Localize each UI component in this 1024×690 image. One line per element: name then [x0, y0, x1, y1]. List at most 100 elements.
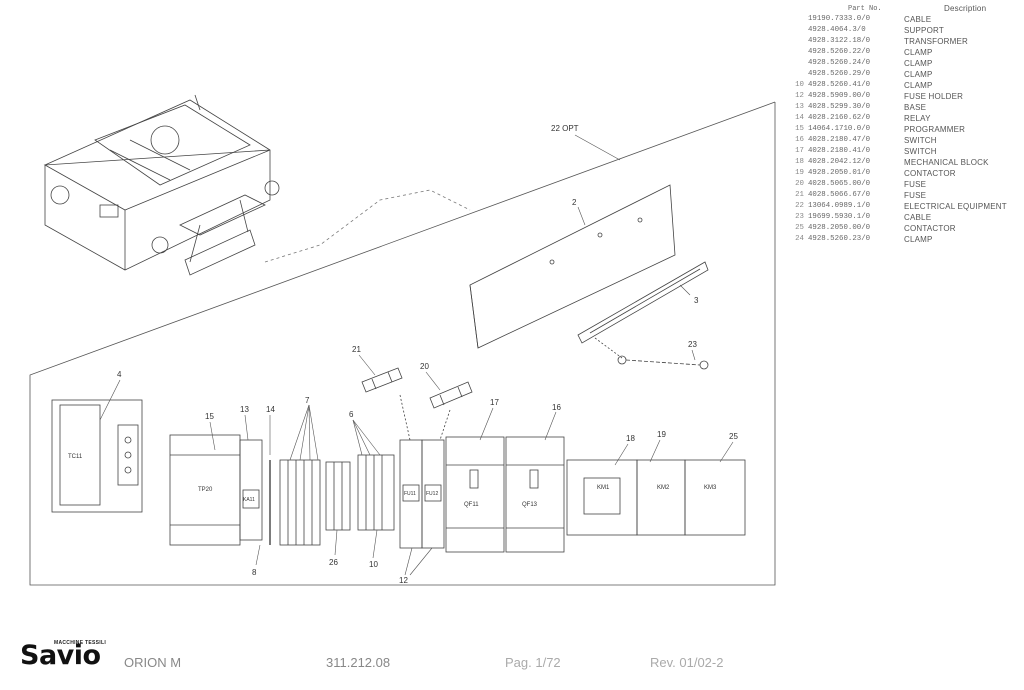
part-description: CLAMP — [904, 81, 933, 90]
device-label-fu11: FU11 — [404, 491, 416, 497]
fuse-21 — [361, 367, 403, 393]
part-position: 13 — [795, 103, 804, 111]
callout-leaders — [99, 134, 734, 576]
part-description: ELECTRICAL EQUIPMENT — [904, 202, 1007, 211]
part-code: 4028.5066.67/0 — [808, 191, 871, 199]
part-description: FUSE HOLDER — [904, 92, 964, 101]
cable — [594, 337, 709, 370]
callout-20: 20 — [420, 362, 429, 371]
header-idx — [790, 4, 804, 14]
callout-18: 18 — [626, 434, 635, 443]
part-position: 15 — [795, 125, 804, 133]
parts-list-header: Part No. Description — [790, 4, 1024, 14]
revision-number: Rev. 01/02-2 — [650, 655, 724, 670]
terminal-clamps-7 — [279, 459, 321, 546]
part-code: 4028.2042.12/0 — [808, 158, 871, 166]
part-description: BASE — [904, 103, 927, 112]
machine-housing — [43, 94, 280, 276]
switch-qf11 — [445, 436, 505, 553]
part-description: MECHANICAL BLOCK — [904, 158, 989, 167]
transformer — [51, 399, 143, 513]
parts-row: 12 4928.5909.00/0 FUSE HOLDER — [790, 91, 1024, 102]
callout-15: 15 — [205, 412, 214, 421]
contactor-km3 — [684, 459, 746, 536]
device-label-qf13: QF13 — [522, 502, 538, 508]
part-description: CABLE — [904, 15, 932, 24]
drawing-number: 311.212.08 — [326, 655, 391, 670]
part-position: 19 — [795, 169, 804, 177]
part-position: 12 — [795, 92, 804, 100]
mounting-panel — [469, 184, 676, 349]
switch-qf13 — [505, 436, 565, 553]
part-code: 4028.2180.41/0 — [808, 147, 871, 155]
part-position — [790, 58, 804, 69]
fuse-holders — [399, 439, 445, 549]
page-number: Pag. 1/72 — [505, 655, 561, 670]
device-label-fu12: FU12 — [426, 491, 439, 497]
part-position — [790, 25, 804, 36]
contactor-km2 — [636, 459, 686, 536]
part-position: 24 — [795, 235, 804, 243]
part-description: CONTACTOR — [904, 224, 956, 233]
part-code: 4928.2050.01/0 — [808, 169, 871, 177]
part-position: 17 — [795, 147, 804, 155]
part-code: 4928.5260.41/0 — [808, 81, 871, 89]
callout-17: 17 — [490, 398, 499, 407]
part-code: 4928.5909.00/0 — [808, 92, 871, 100]
device-label-tc11: TC11 — [68, 454, 83, 460]
callout-6: 6 — [349, 410, 354, 419]
callout-26: 26 — [329, 558, 338, 567]
part-position — [790, 47, 804, 58]
parts-row: 18 4028.2042.12/0 MECHANICAL BLOCK — [790, 157, 1024, 168]
parts-row: 15 14064.1710.0/0 PROGRAMMER — [790, 124, 1024, 135]
part-description: FUSE — [904, 191, 927, 200]
part-code: 19699.5930.1/0 — [808, 213, 871, 221]
part-description: CONTACTOR — [904, 169, 956, 178]
part-code: 4928.5260.24/0 — [808, 59, 871, 67]
part-code: 14064.1710.0/0 — [808, 125, 871, 133]
device-label-qf11: QF11 — [464, 502, 479, 508]
callout-10: 10 — [369, 560, 378, 569]
part-position: 10 — [795, 81, 804, 89]
part-description: SWITCH — [904, 147, 937, 156]
part-code: 4028.2180.47/0 — [808, 136, 871, 144]
callout-13: 13 — [240, 405, 249, 414]
part-code: 4028.5299.30/0 — [808, 103, 871, 111]
part-description: CLAMP — [904, 48, 933, 57]
callout-19: 19 — [657, 430, 666, 439]
device-label-ka11: KA11 — [243, 497, 255, 503]
part-position: 20 — [795, 180, 804, 188]
terminal-clamps-26 — [325, 461, 351, 531]
part-code: 4928.4064.3/0 — [808, 26, 866, 34]
part-code: 4028.2160.62/0 — [808, 114, 871, 122]
part-description: CABLE — [904, 213, 932, 222]
device-label-km1: KM1 — [597, 485, 610, 491]
callout-4: 4 — [117, 370, 122, 379]
parts-row: 4928.4064.3/0 SUPPORT — [790, 25, 1024, 36]
callout-3: 3 — [694, 296, 699, 305]
part-description: SWITCH — [904, 136, 937, 145]
part-description: RELAY — [904, 114, 931, 123]
callout-21: 21 — [352, 345, 361, 354]
part-code: 4928.2050.00/0 — [808, 224, 871, 232]
part-position: 21 — [795, 191, 804, 199]
part-description: PROGRAMMER — [904, 125, 966, 134]
part-position — [790, 69, 804, 80]
part-description: FUSE — [904, 180, 927, 189]
part-description: TRANSFORMER — [904, 37, 968, 46]
brand-logo: Savio — [20, 640, 101, 671]
contactor-km1 — [566, 459, 638, 536]
part-description: SUPPORT — [904, 26, 944, 35]
part-position: 18 — [795, 158, 804, 166]
